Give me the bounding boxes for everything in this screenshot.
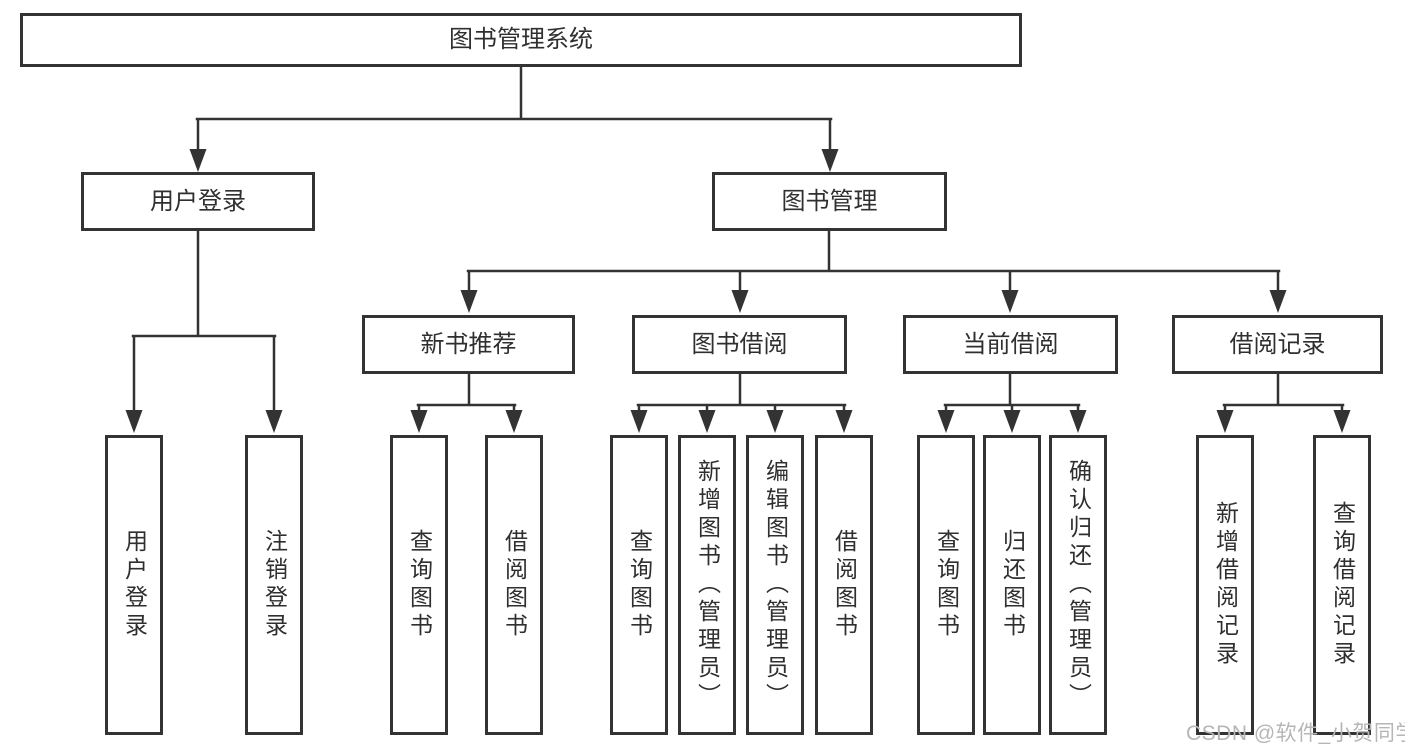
- leaf-add-book-admin: 新增图书（管理员）: [678, 435, 736, 735]
- node-book-borrow: 图书借阅: [632, 315, 847, 374]
- node-current-borrow: 当前借阅: [903, 315, 1118, 374]
- leaf-return-book: 归还图书: [983, 435, 1041, 735]
- leaf-borrow-books-recommend: 借阅图书: [485, 435, 543, 735]
- leaf-add-borrow-record: 新增借阅记录: [1196, 435, 1254, 735]
- connector-current-borrow-children: [937, 372, 1087, 433]
- connector-new-book-recommend-children: [410, 372, 523, 433]
- node-user-login: 用户登录: [81, 172, 315, 231]
- leaf-user-login: 用户登录: [105, 435, 163, 735]
- leaf-query-books-recommend: 查询图书: [390, 435, 448, 735]
- node-book-management: 图书管理: [712, 172, 947, 231]
- leaf-logout: 注销登录: [245, 435, 303, 735]
- node-library-management-system: 图书管理系统: [20, 13, 1022, 67]
- connector-user-login-children: [125, 229, 283, 433]
- leaf-edit-book-admin: 编辑图书（管理员）: [746, 435, 804, 735]
- node-new-book-recommend: 新书推荐: [362, 315, 575, 374]
- leaf-confirm-return-admin: 确认归还（管理员）: [1049, 435, 1107, 735]
- csdn-watermark: CSDN @软件_小贺同学: [1186, 722, 1405, 745]
- connector-root-to-level2: [189, 65, 839, 172]
- connector-book-management-to-level3: [460, 229, 1287, 313]
- leaf-query-books-current: 查询图书: [917, 435, 975, 735]
- node-borrow-records: 借阅记录: [1172, 315, 1383, 374]
- leaf-query-borrow-record: 查询借阅记录: [1313, 435, 1371, 735]
- connector-book-borrow-children: [630, 372, 853, 433]
- connector-borrow-records-children: [1216, 372, 1351, 433]
- leaf-query-books-borrow: 查询图书: [610, 435, 668, 735]
- leaf-borrow-books-borrow: 借阅图书: [815, 435, 873, 735]
